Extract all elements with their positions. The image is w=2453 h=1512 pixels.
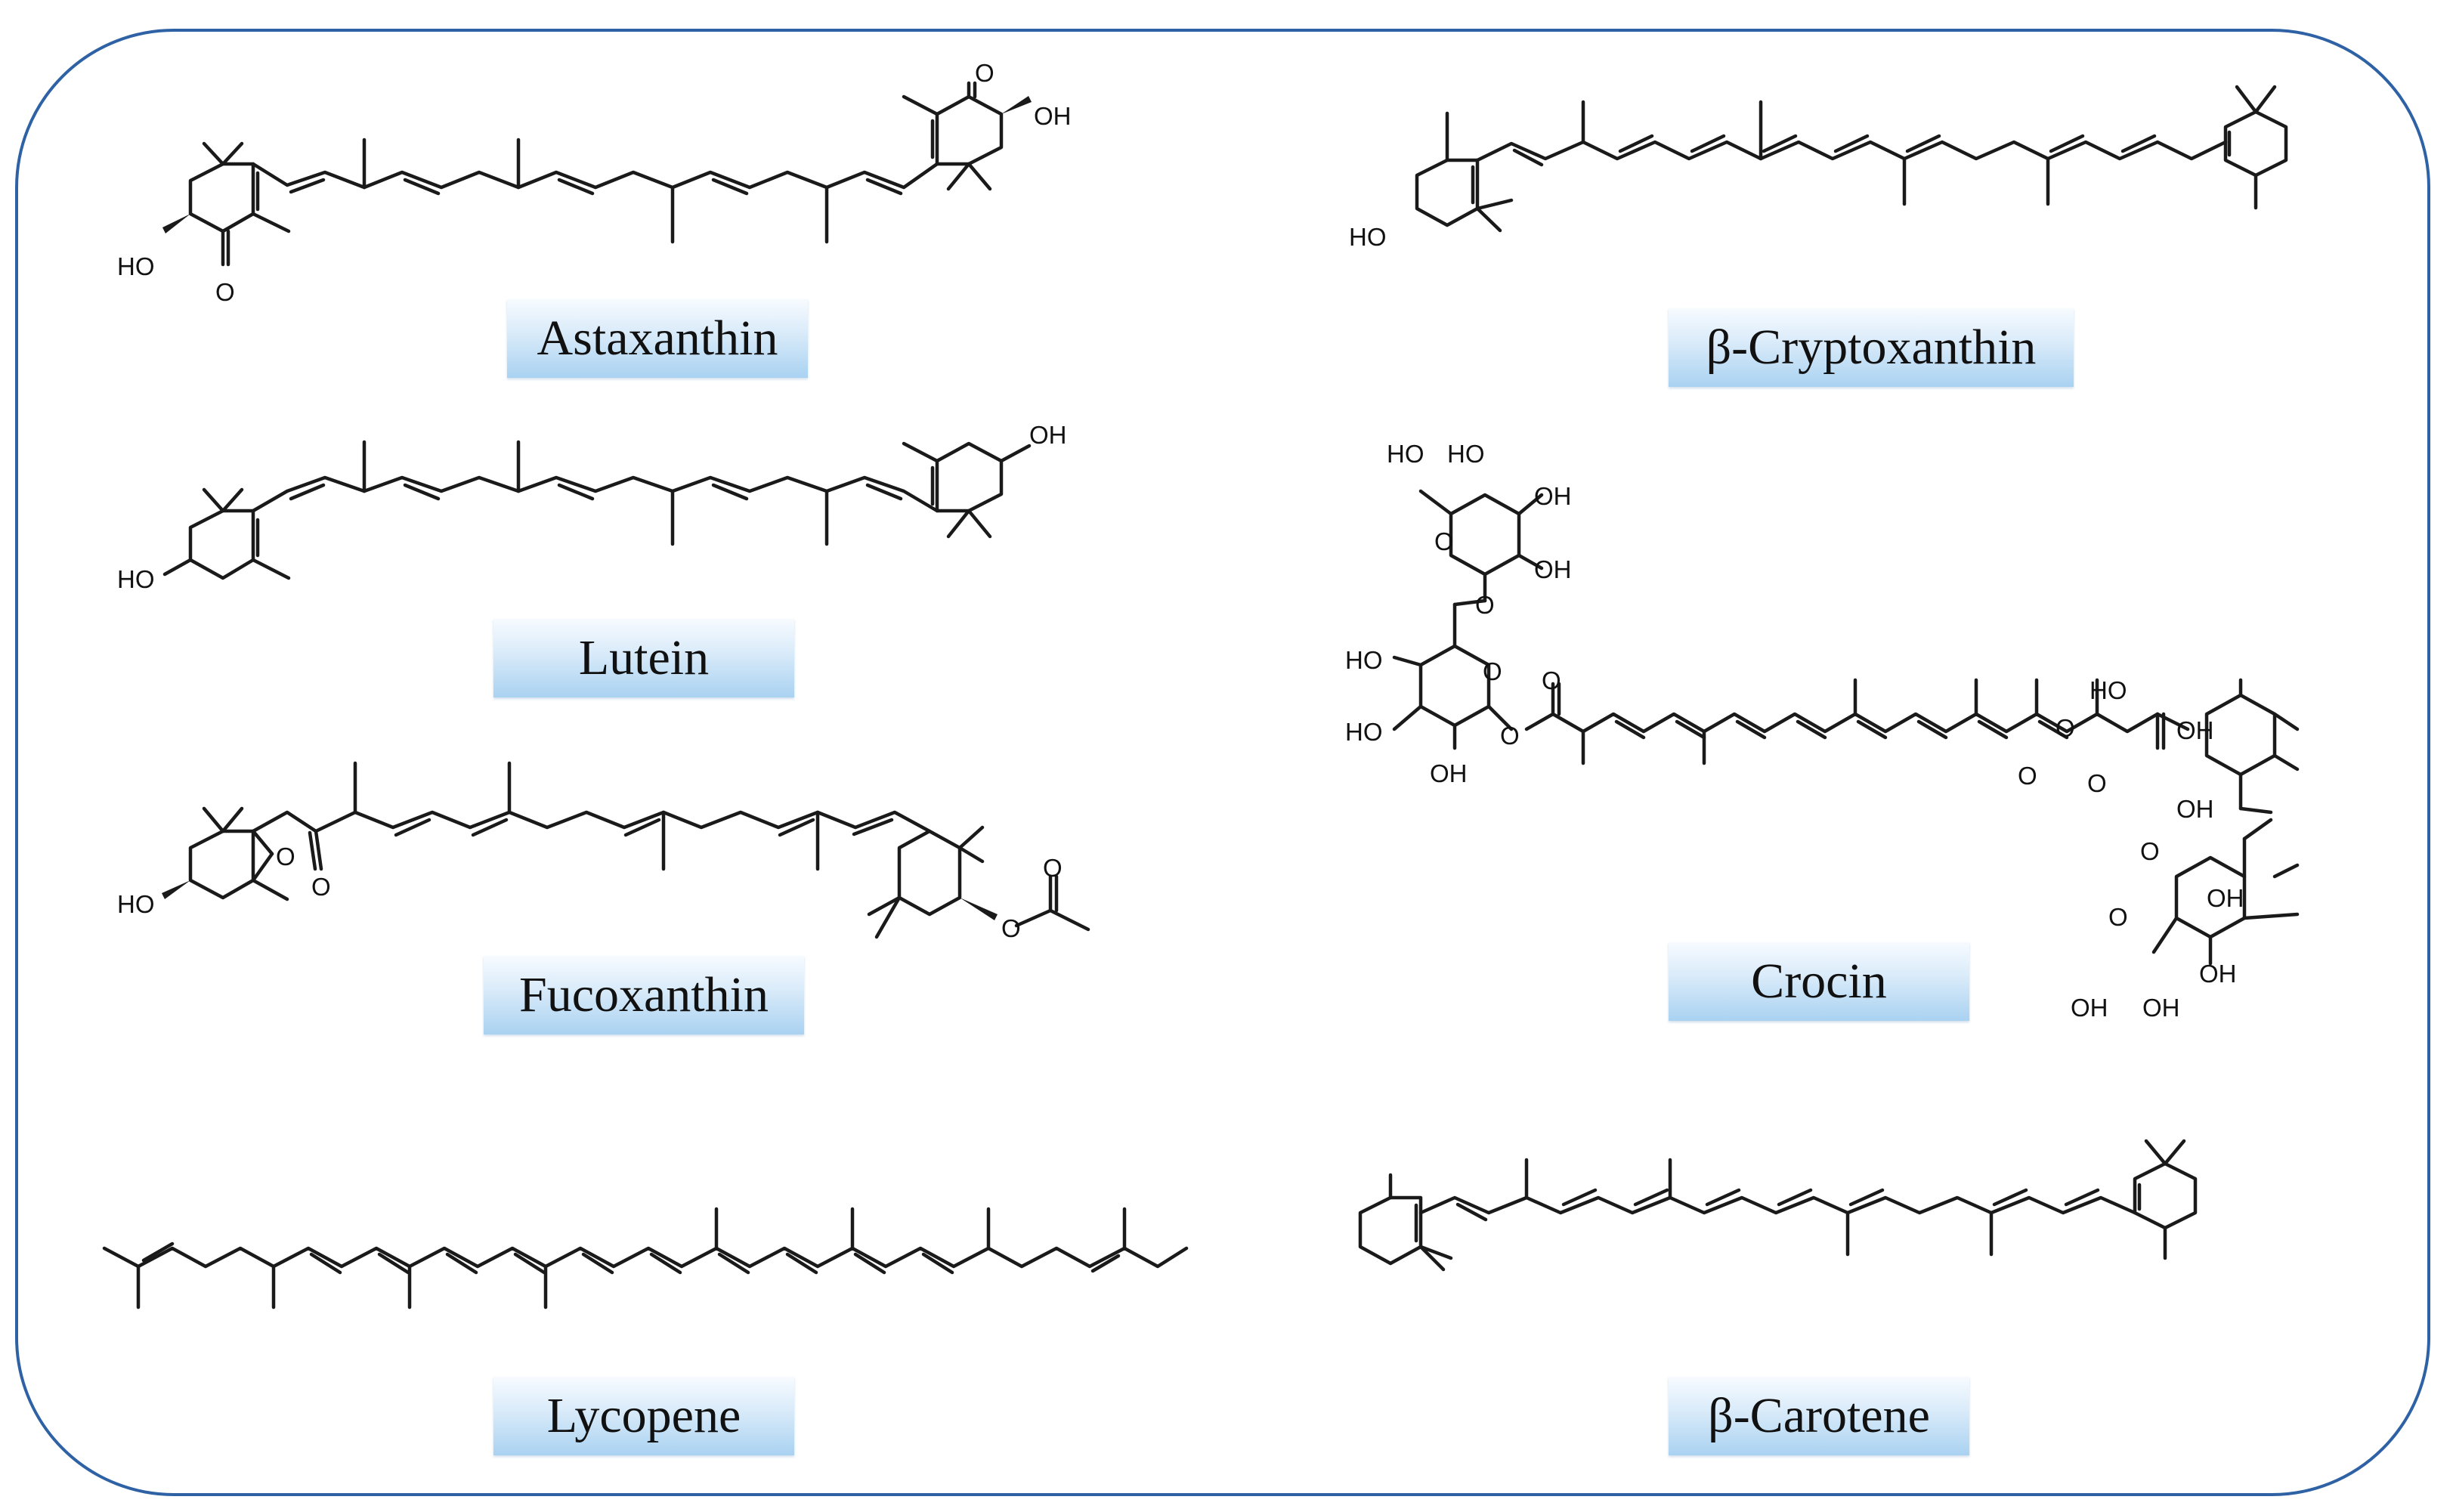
crocin-oh-8: OH: [2071, 994, 2108, 1022]
fucoxanthin-ester-o: O: [1001, 914, 1021, 942]
label-beta-cryptoxanthin: β-Cryptoxanthin: [1669, 308, 2074, 387]
crocin-ring-o-2: O: [1483, 657, 1502, 685]
crocin-oh-9: OH: [2142, 994, 2180, 1022]
label-lutein: Lutein: [493, 619, 794, 697]
crocin-oh-5: OH: [2176, 795, 2214, 823]
crocin-ester-o-2: O: [2056, 714, 2075, 742]
crocin-carbonyl-o-1: O: [1542, 666, 1561, 694]
label-astaxanthin: Astaxanthin: [507, 299, 808, 378]
fucoxanthin-acetyl-o: O: [1043, 854, 1063, 882]
crocin-ring-o-3: O: [2087, 769, 2107, 797]
crocin-ring-o-4: O: [2108, 903, 2128, 931]
fucoxanthin-structure: [162, 761, 1090, 939]
crocin-link-o-2: O: [2140, 837, 2160, 865]
astaxanthin-ketone-o-right: O: [975, 59, 995, 87]
crocin-ho-5: HO: [2090, 676, 2127, 704]
lycopene-structure: [102, 1207, 1189, 1309]
beta-cryptoxanthin-structure: [1415, 85, 2288, 233]
crocin-ester-o-1: O: [1500, 722, 1520, 750]
crocin-ho-3: HO: [1345, 646, 1383, 674]
beta-carotene-structure: [1358, 1139, 2198, 1272]
crocin-oh-7: OH: [2199, 960, 2237, 988]
rounded-frame: [15, 29, 2430, 1496]
astaxanthin-ho-left: HO: [117, 252, 155, 280]
fucoxanthin-ho: HO: [117, 890, 155, 918]
crocin-structure: [1392, 489, 2300, 966]
crocin-ring-o-1: O: [1434, 527, 1454, 555]
lutein-oh-right: OH: [1029, 421, 1067, 449]
cryptoxanthin-ho: HO: [1349, 223, 1387, 251]
label-fucoxanthin: Fucoxanthin: [484, 956, 804, 1034]
astaxanthin-structure: [162, 81, 1032, 267]
crocin-link-o-1: O: [1475, 591, 1495, 619]
label-crocin: Crocin: [1669, 942, 1969, 1021]
fucoxanthin-epoxide-o: O: [276, 843, 295, 870]
lutein-ho-left: HO: [117, 565, 155, 593]
crocin-oh-3: OH: [1430, 759, 1468, 787]
astaxanthin-ketone-o-left: O: [215, 278, 235, 306]
crocin-ho-4: HO: [1345, 718, 1383, 746]
astaxanthin-oh-right: OH: [1034, 102, 1072, 130]
crocin-ho-2: HO: [1447, 440, 1485, 468]
crocin-oh-4: OH: [2176, 716, 2214, 744]
label-beta-carotene: β-Carotene: [1669, 1377, 1969, 1455]
crocin-ho-1: HO: [1387, 440, 1424, 468]
label-lycopene: Lycopene: [493, 1377, 794, 1455]
crocin-oh-2: OH: [1534, 555, 1572, 583]
fucoxanthin-ketone-o: O: [311, 873, 331, 901]
crocin-oh-1: OH: [1534, 482, 1572, 510]
crocin-oh-6: OH: [2207, 884, 2244, 912]
crocin-carbonyl-o-2: O: [2018, 762, 2037, 790]
lutein-structure: [162, 440, 1032, 580]
